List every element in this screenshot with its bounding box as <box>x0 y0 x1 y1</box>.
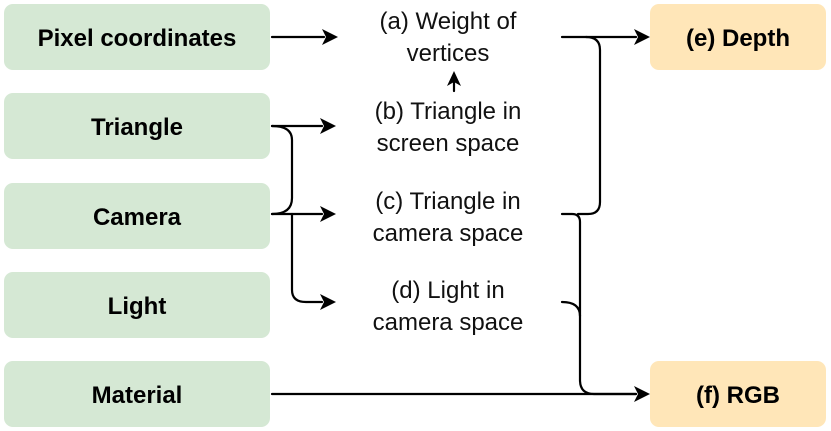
edge-to-depth <box>560 29 650 216</box>
input-node-light: Light <box>4 272 270 338</box>
input-node-camera: Camera <box>4 183 270 249</box>
arrowhead-to-c <box>320 206 336 222</box>
intermediate-d-light-camera-space: (d) Light in camera space <box>373 277 524 336</box>
intermediate-a-line1: (a) Weight of <box>380 8 517 35</box>
input-label-triangle: Triangle <box>91 114 183 141</box>
intermediate-a-line2: vertices <box>407 40 490 67</box>
arrowhead-to-d <box>320 294 336 310</box>
input-label-camera: Camera <box>93 204 182 231</box>
input-node-pixel-coordinates: Pixel coordinates <box>4 4 270 70</box>
intermediate-c-triangle-camera-space: (c) Triangle in camera space <box>373 188 524 247</box>
edge-pixel-to-a <box>270 29 338 45</box>
intermediate-d-line2: camera space <box>373 309 524 336</box>
intermediate-a-weight-of-vertices: (a) Weight of vertices <box>380 8 517 67</box>
edge-b-to-a <box>447 71 461 93</box>
intermediate-b-triangle-screen-space: (b) Triangle in screen space <box>375 98 522 157</box>
input-node-material: Material <box>4 361 270 427</box>
edge-to-rgb <box>270 212 650 402</box>
intermediate-b-line2: screen space <box>377 130 520 157</box>
input-label-light: Light <box>108 293 167 320</box>
intermediate-d-line1: (d) Light in <box>391 277 504 304</box>
input-label-material: Material <box>92 382 183 409</box>
intermediate-b-line1: (b) Triangle in <box>375 98 522 125</box>
input-label-pixel-coordinates: Pixel coordinates <box>38 25 237 52</box>
intermediate-c-line2: camera space <box>373 220 524 247</box>
output-node-rgb: (f) RGB <box>650 361 826 427</box>
edge-bracket-input-group <box>270 124 324 304</box>
output-node-depth: (e) Depth <box>650 4 826 70</box>
input-node-triangle: Triangle <box>4 93 270 159</box>
intermediate-c-line1: (c) Triangle in <box>375 188 520 215</box>
output-label-depth: (e) Depth <box>686 25 790 52</box>
arrowhead-to-b <box>320 118 336 134</box>
output-label-rgb: (f) RGB <box>696 382 780 409</box>
